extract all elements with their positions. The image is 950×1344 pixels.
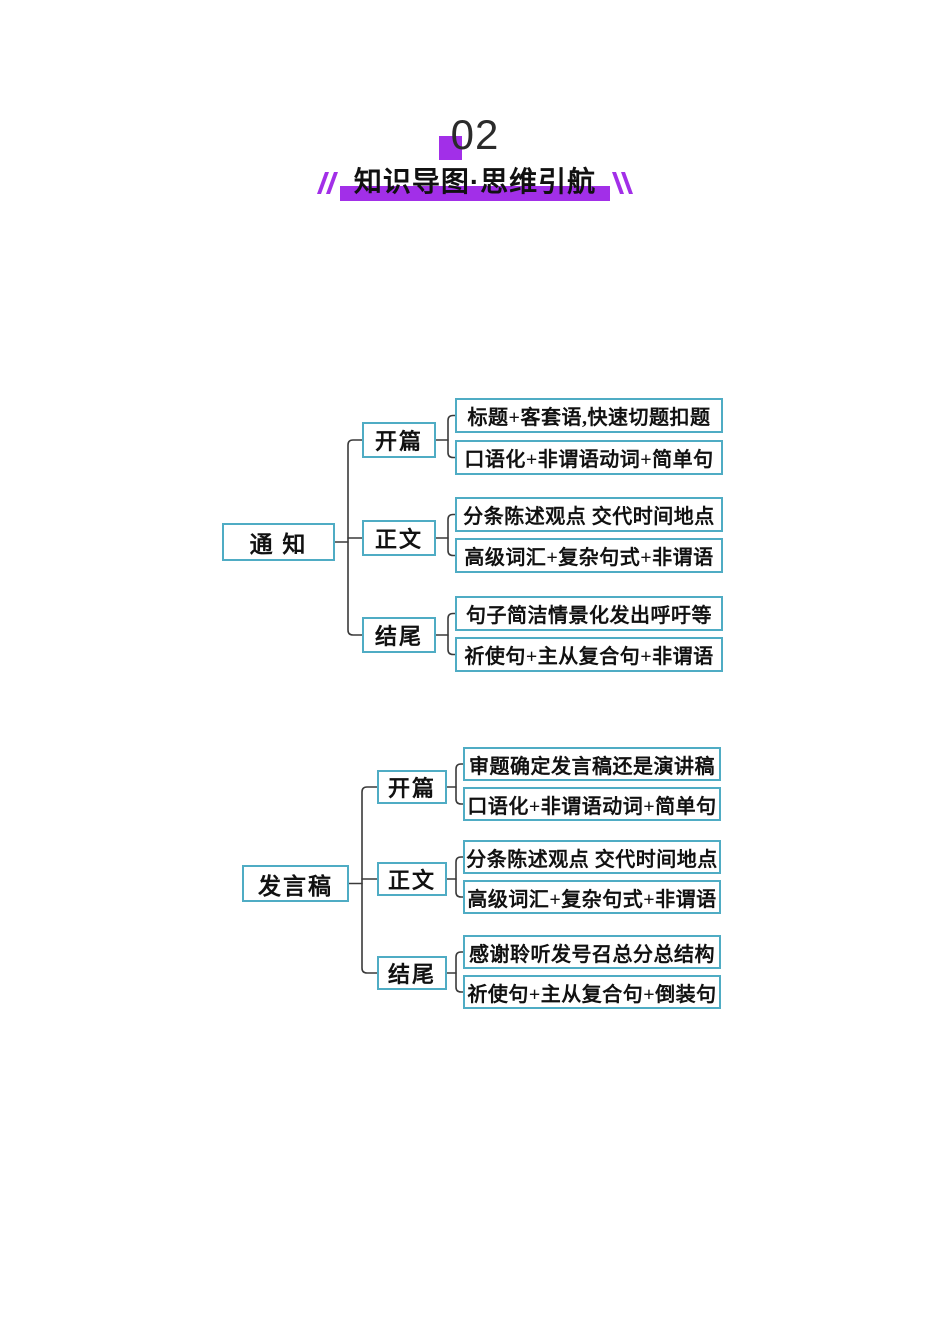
leaf-box: 感谢聆听发号召总分总结构 bbox=[463, 935, 721, 969]
leaf-box: 句子简洁情景化发出呼吁等 bbox=[455, 596, 723, 631]
purple-square-icon bbox=[439, 136, 462, 160]
leaf-box: 标题+客套语,快速切题扣题 bbox=[455, 398, 723, 433]
branch-box: 开篇 bbox=[362, 422, 436, 458]
leaf-box: 分条陈述观点 交代时间地点 bbox=[455, 497, 723, 532]
root-box: 通 知 bbox=[222, 523, 335, 561]
leaf-box: 高级词汇+复杂句式+非谓语 bbox=[455, 538, 723, 573]
leaf-box: 高级词汇+复杂句式+非谓语 bbox=[463, 880, 721, 914]
branch-box: 正文 bbox=[362, 520, 436, 556]
section-title-row: 知识导图·思维引航 bbox=[0, 160, 950, 201]
branch-box: 结尾 bbox=[377, 956, 447, 990]
leaf-box: 口语化+非谓语动词+简单句 bbox=[455, 440, 723, 475]
branch-box: 正文 bbox=[377, 862, 447, 896]
leaf-box: 口语化+非谓语动词+简单句 bbox=[463, 787, 721, 821]
title-highlight-bar bbox=[339, 186, 611, 201]
section-title-text: 知识导图·思维引航 bbox=[353, 166, 597, 197]
leaf-box: 祈使句+主从复合句+非谓语 bbox=[455, 637, 723, 672]
branch-box: 结尾 bbox=[362, 617, 436, 653]
leaf-box: 祈使句+主从复合句+倒装句 bbox=[463, 975, 721, 1009]
branch-box: 开篇 bbox=[377, 770, 447, 804]
section-title: 知识导图·思维引航 bbox=[339, 160, 611, 201]
root-box: 发言稿 bbox=[242, 865, 349, 902]
right-slashes-icon bbox=[612, 172, 634, 194]
leaf-box: 审题确定发言稿还是演讲稿 bbox=[463, 747, 721, 781]
leaf-box: 分条陈述观点 交代时间地点 bbox=[463, 840, 721, 874]
section-number: 02 bbox=[450, 111, 500, 158]
left-slashes-icon bbox=[316, 172, 338, 194]
